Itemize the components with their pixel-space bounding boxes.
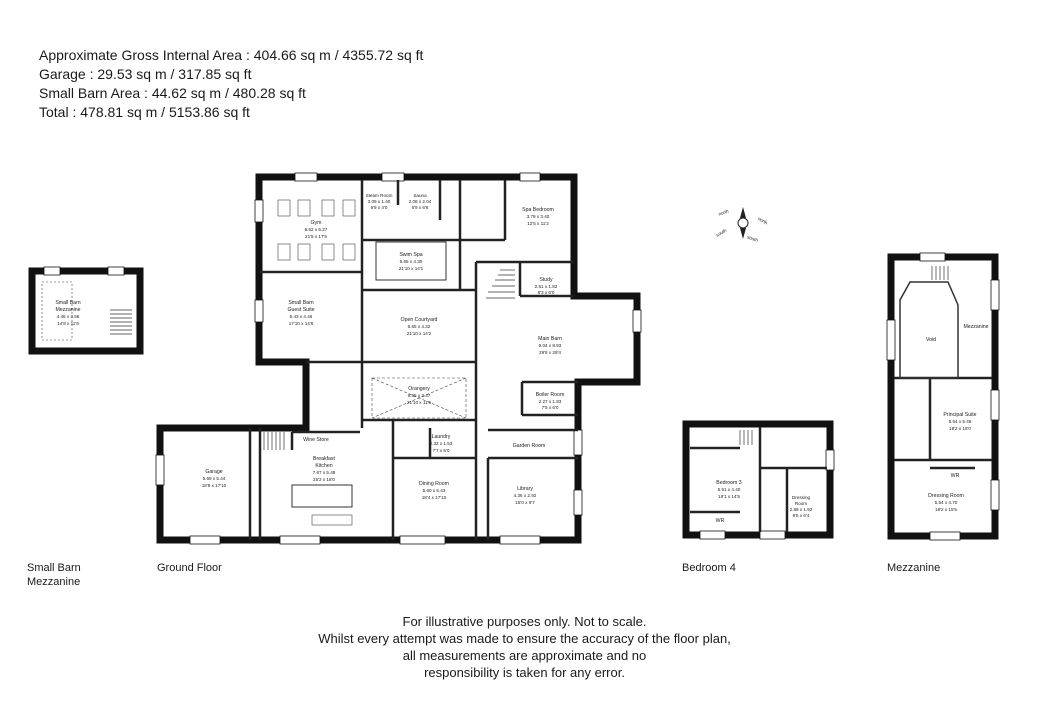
- bedroom-3-label: Bedroom 3: [716, 480, 741, 486]
- gross-area-text: Approximate Gross Internal Area : 404.66…: [39, 47, 424, 63]
- room-dim: 4.46 x 3.58: [57, 314, 80, 319]
- small-barn-area-text: Small Barn Area : 44.62 sq m / 480.28 sq…: [39, 85, 306, 101]
- garden-room-label: Garden Room: [513, 443, 546, 449]
- room-dim: 18'8 x 17'10: [202, 483, 227, 488]
- total-area-text: Total : 478.81 sq m / 5153.86 sq ft: [39, 104, 250, 120]
- room-dim: 2.51 x 1.82: [535, 284, 558, 289]
- room-label: Guest Suite: [287, 307, 314, 313]
- garage-area-text: Garage : 29.53 sq m / 317.85 sq ft: [39, 66, 252, 82]
- room-dim: 21'10 x 14'1: [399, 266, 424, 271]
- room-dim: 18'2 x 15'5: [935, 507, 957, 512]
- room-dim: 5.54 x 4.70: [935, 500, 958, 505]
- bedroom-4-walls: [682, 420, 834, 539]
- spa-bedroom-label: Spa Bedroom: [522, 207, 554, 213]
- dressing-room-2-label: Dressing Room: [928, 493, 964, 499]
- room-dim: 3.79 x 3.40: [527, 214, 550, 219]
- small-barn-mezzanine-walls: [28, 267, 144, 355]
- main-barn-label: Main Barn: [538, 336, 562, 342]
- room-dim: 6'9 x 6'8: [412, 205, 429, 210]
- study-label: Study: [539, 277, 553, 283]
- library-label: Library: [517, 486, 533, 492]
- room-dim: 9.04 x 8.93: [539, 343, 562, 348]
- guest-suite-label: Small Barn: [288, 300, 313, 306]
- compass-label: north: [757, 216, 769, 226]
- room-dim: 2.88 x 1.92: [790, 507, 813, 512]
- small-barn-floor-label-2: Mezzanine: [27, 576, 81, 588]
- room-dim: 18'4 x 17'10: [422, 495, 447, 500]
- room-dim: 5.51 x 4.40: [718, 487, 741, 492]
- compass-icon: [737, 207, 749, 239]
- wine-store-label: Wine Store: [303, 437, 329, 443]
- compass-label: south: [746, 234, 759, 243]
- sauna-label: Sauna: [413, 193, 427, 198]
- bedroom-4-floor-label: Bedroom 4: [682, 562, 736, 574]
- open-courtyard-label: Open Courtyard: [401, 317, 438, 323]
- room-dim: 18'1 x 14'5: [718, 494, 740, 499]
- void-label: Void: [926, 337, 936, 343]
- room-dim: 7'5 x 6'0: [542, 405, 559, 410]
- compass-label: north: [718, 208, 730, 216]
- room-dim: 29'8 x 29'4: [539, 350, 561, 355]
- steam-room-label: Steam Room: [366, 193, 393, 198]
- room-dim: 6.65 x 4.30: [400, 259, 423, 264]
- orangery-label: Orangery: [408, 386, 430, 392]
- small-barn-mezzanine-room-label: Small Barn: [55, 300, 80, 306]
- principal-suite-label: Principal Suite: [943, 412, 976, 418]
- room-dim: 21'10 x 11'5: [407, 400, 432, 405]
- ground-floor-label: Ground Floor: [157, 562, 222, 574]
- room-dim: 5.54 x 5.49: [949, 419, 972, 424]
- room-dim: 7'7 x 5'0: [433, 448, 450, 453]
- room-dim: 9'5 x 6'4: [793, 513, 810, 518]
- room-dim: 5.60 x 5.43: [423, 488, 446, 493]
- ground-floor-walls: [156, 173, 641, 544]
- room-dim: 21'5 x 17'5: [305, 234, 327, 239]
- garage-label: Garage: [205, 469, 222, 475]
- laundry-label: Laundry: [432, 434, 451, 440]
- room-dim: 6.65 x 4.32: [408, 324, 431, 329]
- mezzanine-floor-label: Mezzanine: [887, 562, 941, 574]
- room-dim: 6'9 x 4'0: [371, 205, 388, 210]
- room-dim: 6.65 x 3.47: [408, 393, 431, 398]
- compass-label: south: [715, 228, 728, 238]
- room-dim: 14'8 x 11'9: [57, 321, 79, 326]
- wr-label: WR: [951, 473, 960, 479]
- swim-spa-label: Swim Spa: [399, 252, 422, 258]
- room-dim: 5.43 x 4.46: [290, 314, 313, 319]
- room-dim: 2.08 x 2.04: [409, 199, 432, 204]
- wr-label: WR: [716, 518, 725, 524]
- room-label: Kitchen: [315, 463, 332, 469]
- room-dim: 8'3 x 6'0: [538, 290, 555, 295]
- room-dim: 2.27 x 1.83: [539, 399, 562, 404]
- room-dim: 2.32 x 1.53: [430, 441, 453, 446]
- small-barn-floor-label: Small Barn: [27, 562, 81, 574]
- room-dim: 18'2 x 18'0: [949, 426, 971, 431]
- mezzanine-room-label: Mezzanine: [963, 324, 988, 330]
- room-dim: 6.52 x 5.27: [305, 227, 328, 232]
- room-dim: 12'5 x 11'2: [527, 221, 549, 226]
- room-label: Room: [795, 501, 807, 506]
- room-dim: 5.69 x 5.44: [203, 476, 226, 481]
- room-dim: 7.67 x 5.48: [313, 470, 336, 475]
- room-dim: 3.09 x 1.40: [368, 199, 391, 204]
- disclaimer-line-3: all measurements are approximate and no: [402, 648, 647, 663]
- room-dim: 17'10 x 14'8: [289, 321, 314, 326]
- dressing-room-label: Dressing: [792, 495, 811, 500]
- disclaimer-line-4: responsibility is taken for any error.: [424, 665, 625, 680]
- disclaimer-line-2: Whilst every attempt was made to ensure …: [318, 631, 731, 646]
- room-dim: 25'2 x 18'0: [313, 477, 335, 482]
- breakfast-kitchen-label: Breakfast: [313, 456, 335, 462]
- room-label: Mezzanine: [55, 307, 80, 313]
- room-dim: 21'10 x 14'2: [407, 331, 432, 336]
- boiler-room-label: Boiler Room: [536, 392, 565, 398]
- room-dim: 15'0 x 9'7: [515, 500, 535, 505]
- disclaimer-line-1: For illustrative purposes only. Not to s…: [402, 614, 647, 629]
- dining-room-label: Dining Room: [419, 481, 449, 487]
- gym-label: Gym: [311, 220, 322, 226]
- room-dim: 4.36 x 2.92: [514, 493, 537, 498]
